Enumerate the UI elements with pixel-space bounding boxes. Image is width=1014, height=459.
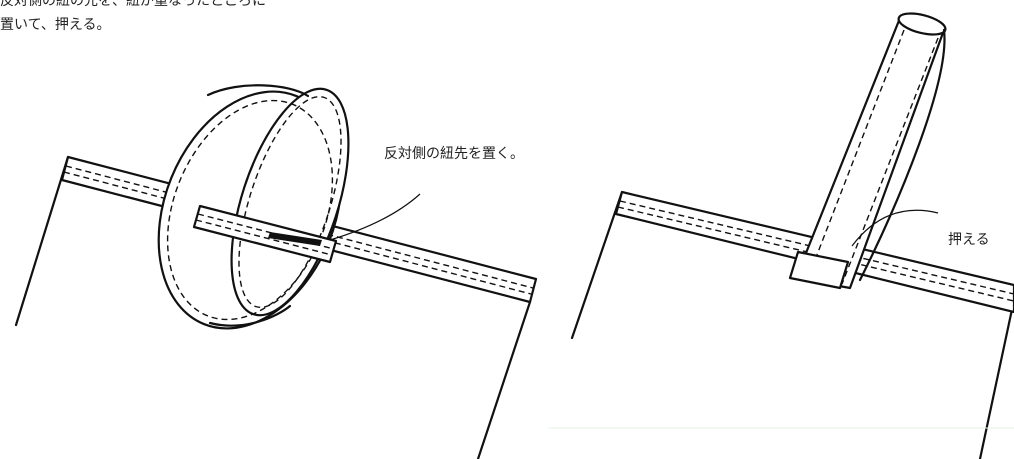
instruction-text-line-1: 反対側の紐の先を、紐が重なったところに — [0, 0, 266, 9]
bag-right-edge — [476, 300, 532, 459]
strap-folded-up — [788, 12, 947, 290]
callout-label-right: 押える — [948, 232, 990, 248]
bag-left-edge-right — [570, 190, 624, 340]
strap-end-tip — [268, 232, 322, 246]
callout-leader-right — [851, 209, 939, 247]
callout-leader-left — [329, 193, 421, 241]
instruction-text-line-2: 置いて、押える。 — [0, 17, 111, 33]
callout-label-left: 反対側の紐先を置く。 — [384, 146, 524, 162]
left-figure-drawing — [14, 84, 538, 459]
bag-right-edge-right — [978, 298, 1014, 459]
bag-left-edge — [14, 155, 70, 327]
